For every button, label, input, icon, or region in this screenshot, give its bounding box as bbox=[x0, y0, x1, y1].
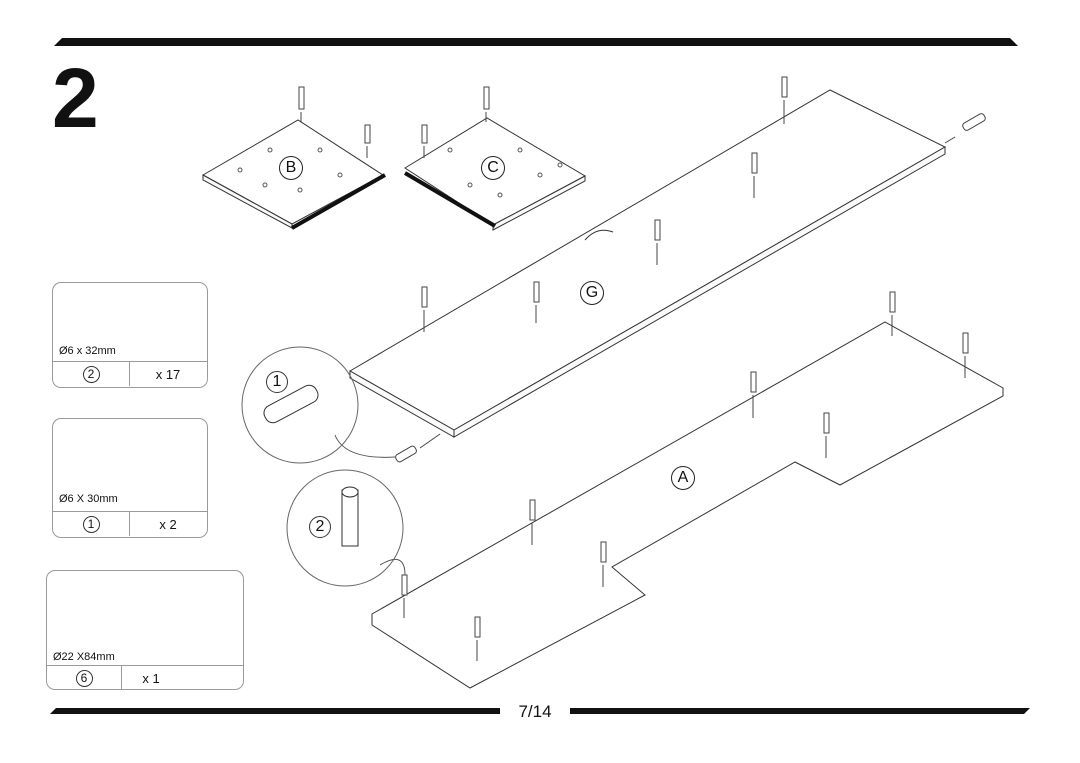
part-qty: x 17 bbox=[155, 366, 181, 382]
part-box-cam-dowel: Ø6 x 32mm 2 x 17 bbox=[52, 282, 208, 388]
dowel-pin bbox=[474, 616, 481, 661]
callout-label-1: 1 bbox=[266, 371, 288, 393]
dowel-pin bbox=[421, 124, 428, 158]
dowel-pin bbox=[483, 86, 490, 122]
part-box-cam-lock: Ø22 X84mm 6 x 1 bbox=[46, 570, 244, 690]
part-box-wood-dowel: Ø6 X 30mm 1 x 2 bbox=[52, 418, 208, 538]
leader-line bbox=[334, 434, 396, 458]
dowel-pin bbox=[529, 499, 536, 545]
part-qty: x 2 bbox=[159, 516, 177, 532]
dowel-pin bbox=[962, 332, 969, 378]
dowel-pin bbox=[421, 286, 428, 332]
dowel-pin bbox=[364, 124, 371, 158]
wood-dowel bbox=[962, 113, 986, 131]
panel-g bbox=[348, 89, 947, 438]
panel-a bbox=[371, 321, 1004, 689]
footer-bar-right bbox=[570, 708, 1030, 714]
dowel-pin bbox=[298, 86, 305, 122]
step-number: 2 bbox=[52, 51, 99, 145]
part-id: 2 bbox=[82, 365, 100, 383]
part-size: Ø22 X84mm bbox=[53, 651, 115, 663]
part-id: 6 bbox=[75, 669, 93, 687]
panel-label-a: A bbox=[671, 466, 695, 490]
wood-dowel-detail bbox=[263, 384, 319, 424]
callout-circle-1 bbox=[241, 346, 359, 464]
part-qty: x 1 bbox=[142, 670, 160, 686]
part-row: 6 x 1 bbox=[47, 665, 243, 689]
dowel-pin bbox=[889, 291, 896, 336]
dowel-pin bbox=[781, 76, 788, 124]
part-size: Ø6 X 30mm bbox=[59, 493, 118, 505]
footer-bar-left bbox=[50, 708, 508, 714]
dowel-pin bbox=[600, 541, 607, 587]
cam-dowel-detail bbox=[341, 489, 359, 547]
dowel-pin bbox=[750, 371, 757, 418]
page-number: 7/14 bbox=[500, 702, 570, 722]
dowel-pin bbox=[533, 281, 540, 323]
part-row: 1 x 2 bbox=[53, 511, 207, 536]
part-id: 1 bbox=[82, 515, 100, 533]
panel-label-g: G bbox=[580, 281, 604, 305]
part-row: 2 x 17 bbox=[53, 361, 207, 386]
callout-circle-2 bbox=[286, 469, 404, 587]
header-bar bbox=[54, 38, 1018, 46]
dowel-pin bbox=[823, 412, 830, 458]
callout-label-2: 2 bbox=[309, 516, 331, 538]
wood-dowel bbox=[395, 445, 417, 463]
cam-dowels bbox=[298, 76, 969, 661]
dowel-pin bbox=[654, 219, 661, 265]
leader-line bbox=[379, 558, 406, 576]
panel-label-c: C bbox=[481, 156, 505, 180]
part-size: Ø6 x 32mm bbox=[59, 345, 116, 357]
panel-label-b: B bbox=[279, 156, 303, 180]
dowel-pin bbox=[751, 152, 758, 198]
